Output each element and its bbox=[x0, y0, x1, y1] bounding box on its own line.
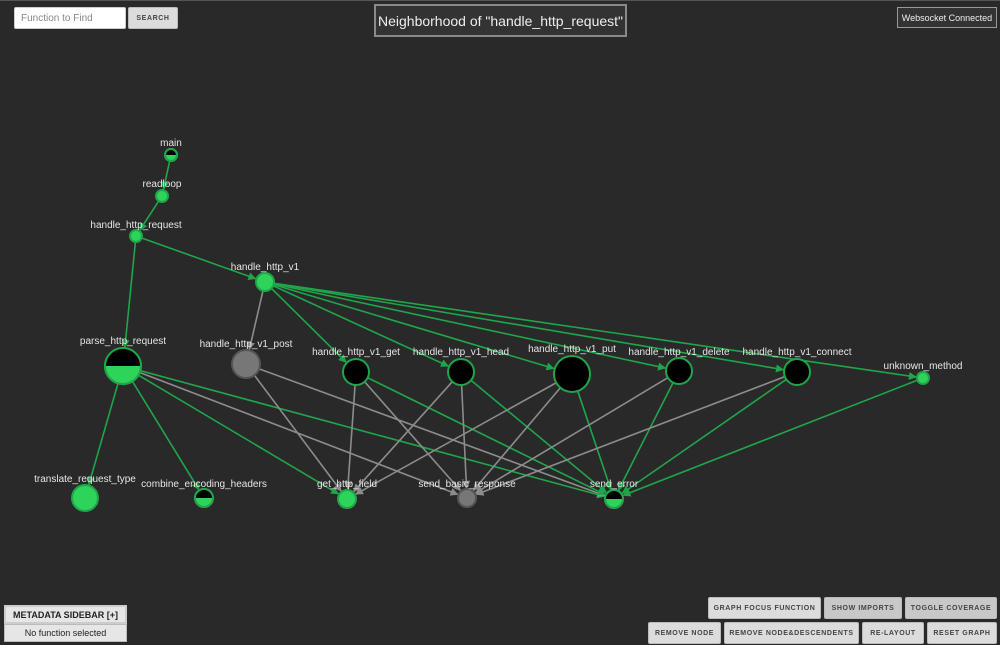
node-unknown_method[interactable] bbox=[916, 371, 930, 385]
edge-handle_http_v1_connect-to-send_error bbox=[621, 378, 787, 494]
search-input[interactable] bbox=[14, 7, 126, 29]
edge-handle_http_v1_post-to-get_http_field bbox=[253, 374, 342, 492]
edge-handle_http_v1_connect-to-send_basic_response bbox=[475, 375, 786, 496]
node-label-combine_encoding_headers: combine_encoding_headers bbox=[141, 479, 267, 490]
edge-handle_http_v1-to-handle_http_v1_delete bbox=[273, 283, 667, 371]
node-label-handle_http_v1_post: handle_http_v1_post bbox=[200, 339, 293, 350]
node-label-handle_http_v1_put: handle_http_v1_put bbox=[528, 344, 616, 355]
node-label-translate_request_type: translate_request_type bbox=[34, 474, 136, 485]
node-label-handle_http_v1_delete: handle_http_v1_delete bbox=[628, 347, 730, 358]
toggle-coverage-button[interactable]: TOGGLE COVERAGE bbox=[905, 597, 997, 619]
node-get_http_field[interactable] bbox=[337, 489, 357, 509]
edge-handle_http_v1_put-to-send_basic_response bbox=[472, 387, 561, 491]
edge-handle_http_request-to-parse_http_request bbox=[121, 241, 137, 348]
edge-handle_http_v1_get-to-get_http_field bbox=[344, 384, 356, 490]
node-label-parse_http_request: parse_http_request bbox=[80, 336, 166, 347]
node-send_error[interactable] bbox=[604, 489, 624, 509]
edge-handle_http_v1-to-handle_http_v1_post bbox=[247, 290, 264, 351]
relayout-button[interactable]: RE-LAYOUT bbox=[862, 622, 924, 644]
node-label-get_http_field: get_http_field bbox=[317, 479, 377, 490]
edge-handle_http_v1_post-to-send_error bbox=[258, 368, 606, 497]
node-main[interactable] bbox=[164, 148, 178, 162]
node-parse_http_request[interactable] bbox=[104, 347, 142, 385]
node-label-unknown_method: unknown_method bbox=[884, 361, 963, 372]
show-imports-button[interactable]: SHOW IMPORTS bbox=[824, 597, 902, 619]
metadata-sidebar-toggle[interactable]: METADATA SIDEBAR [+] bbox=[4, 605, 127, 624]
node-label-handle_http_v1: handle_http_v1 bbox=[231, 262, 300, 273]
node-readloop[interactable] bbox=[155, 189, 169, 203]
connection-status: Websocket Connected bbox=[897, 7, 997, 28]
edge-readloop-to-handle_http_request bbox=[139, 200, 160, 231]
top-divider bbox=[0, 0, 1000, 1]
edge-handle_http_v1_put-to-get_http_field bbox=[355, 382, 557, 495]
graph-title: Neighborhood of "handle_http_request" bbox=[374, 4, 627, 37]
edge-handle_http_request-to-handle_http_v1 bbox=[141, 237, 257, 280]
graph-focus-function-button[interactable]: GRAPH FOCUS FUNCTION bbox=[708, 597, 821, 619]
node-label-send_error: send_error bbox=[590, 479, 639, 490]
edge-parse_http_request-to-translate_request_type bbox=[87, 383, 119, 486]
node-handle_http_v1_put[interactable] bbox=[553, 355, 591, 393]
node-label-send_basic_response: send_basic_response bbox=[418, 479, 516, 490]
edge-main-to-readloop bbox=[161, 160, 171, 190]
edge-handle_http_v1_delete-to-send_basic_response bbox=[474, 376, 669, 494]
metadata-sidebar-content: No function selected bbox=[4, 624, 127, 642]
edge-parse_http_request-to-combine_encoding_headers bbox=[131, 380, 200, 491]
node-label-main: main bbox=[160, 138, 182, 149]
remove-node-button[interactable]: REMOVE NODE bbox=[648, 622, 721, 644]
node-handle_http_request[interactable] bbox=[129, 229, 143, 243]
node-handle_http_v1[interactable] bbox=[255, 272, 275, 292]
node-label-handle_http_v1_connect: handle_http_v1_connect bbox=[743, 347, 852, 358]
edge-handle_http_v1-to-handle_http_v1_connect bbox=[273, 282, 784, 373]
edge-handle_http_v1-to-handle_http_v1_head bbox=[272, 285, 450, 367]
remove-node-descendents-button[interactable]: REMOVE NODE&DESCENDENTS bbox=[724, 622, 859, 644]
edge-parse_http_request-to-get_http_field bbox=[138, 374, 340, 495]
node-handle_http_v1_post[interactable] bbox=[231, 349, 261, 379]
edge-handle_http_v1-to-unknown_method bbox=[273, 282, 917, 380]
node-handle_http_v1_delete[interactable] bbox=[665, 357, 693, 385]
edge-handle_http_v1-to-handle_http_v1_get bbox=[270, 287, 347, 363]
search-button[interactable]: SEARCH bbox=[128, 7, 178, 29]
node-label-handle_http_v1_get: handle_http_v1_get bbox=[312, 347, 400, 358]
node-send_basic_response[interactable] bbox=[457, 488, 477, 508]
edge-handle_http_v1_get-to-send_error bbox=[367, 377, 606, 496]
node-combine_encoding_headers[interactable] bbox=[194, 488, 214, 508]
node-handle_http_v1_head[interactable] bbox=[447, 358, 475, 386]
edge-handle_http_v1_put-to-send_error bbox=[576, 390, 613, 491]
edge-handle_http_v1-to-handle_http_v1_put bbox=[273, 283, 555, 371]
edge-handle_http_v1_delete-to-send_error bbox=[617, 382, 674, 491]
edge-handle_http_v1_head-to-send_error bbox=[470, 379, 607, 494]
reset-graph-button[interactable]: RESET GRAPH bbox=[927, 622, 997, 644]
node-label-handle_http_request: handle_http_request bbox=[90, 220, 181, 231]
edge-unknown_method-to-send_error bbox=[622, 379, 918, 497]
edge-handle_http_v1_get-to-send_basic_response bbox=[363, 381, 461, 492]
edge-handle_http_v1_head-to-get_http_field bbox=[353, 381, 453, 493]
node-label-handle_http_v1_head: handle_http_v1_head bbox=[413, 347, 509, 358]
node-label-readloop: readloop bbox=[143, 179, 182, 190]
node-handle_http_v1_get[interactable] bbox=[342, 358, 370, 386]
node-translate_request_type[interactable] bbox=[71, 484, 99, 512]
node-handle_http_v1_connect[interactable] bbox=[783, 358, 811, 386]
edge-handle_http_v1_head-to-send_basic_response bbox=[460, 384, 471, 489]
